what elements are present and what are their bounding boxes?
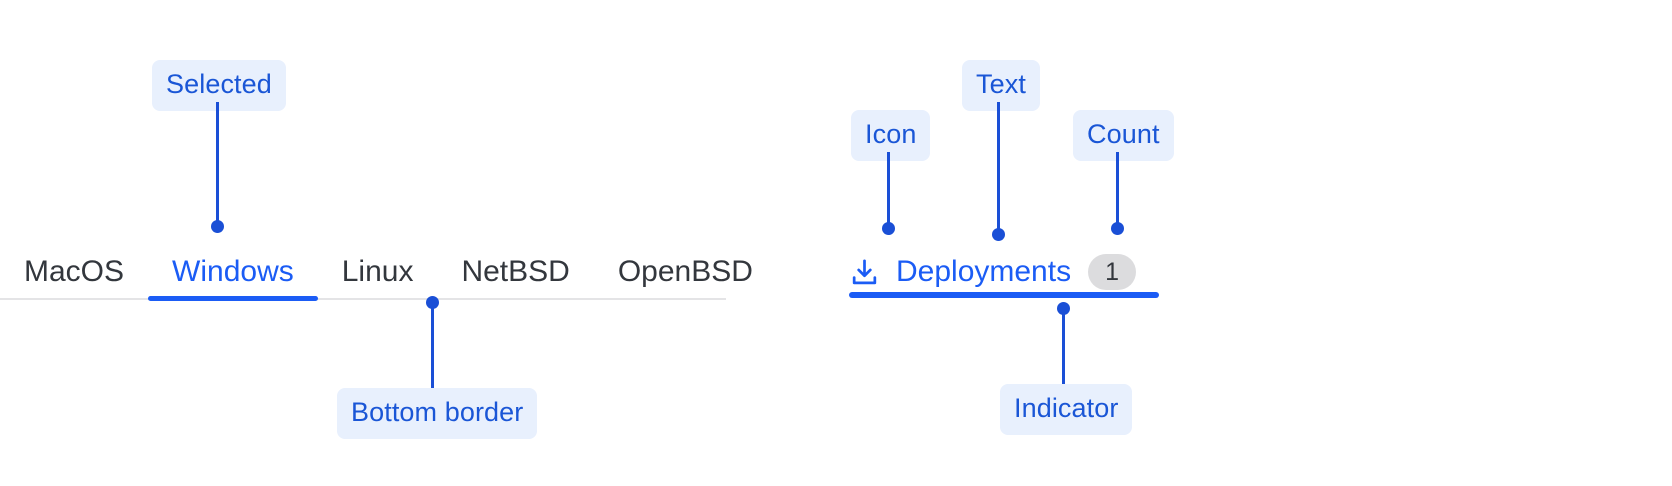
download-icon [849, 257, 896, 288]
annotation-label-bottom-border: Bottom border [337, 388, 538, 439]
leader-line-icon [887, 152, 890, 228]
tab-macos[interactable]: MacOS [24, 255, 125, 288]
annotation-label-indicator: Indicator [1000, 384, 1133, 435]
leader-line-indicator [1062, 308, 1065, 384]
leader-line-text [997, 102, 1000, 233]
tab-windows[interactable]: Windows [172, 255, 294, 288]
leader-line-count [1116, 152, 1119, 228]
tab-count-badge: 1 [1088, 254, 1137, 290]
leader-dot-icon [882, 222, 895, 235]
tab-list-left: MacOS Windows Linux NetBSD OpenBSD [0, 246, 777, 298]
leader-dot-selected [211, 220, 224, 233]
leader-line-selected [216, 102, 219, 226]
annotation-label-count: Count [1073, 110, 1174, 161]
tab-linux[interactable]: Linux [341, 255, 414, 288]
tab-deployments-label: Deployments [896, 255, 1072, 288]
tab-deployments[interactable]: Deployments 1 [849, 243, 1137, 301]
tab-bar-bottom-border [0, 298, 726, 300]
leader-dot-count [1111, 222, 1124, 235]
tab-openbsd[interactable]: OpenBSD [617, 255, 753, 288]
leader-dot-text [992, 228, 1005, 241]
annotation-label-text: Text [962, 60, 1040, 111]
tab-netbsd[interactable]: NetBSD [461, 255, 570, 288]
annotation-label-icon: Icon [851, 110, 931, 161]
tab-active-indicator-left [148, 296, 318, 301]
leader-line-bottom-border [431, 302, 434, 388]
tab-active-indicator-right [849, 292, 1159, 298]
tab-bar-left: MacOS Windows Linux NetBSD OpenBSD [0, 246, 753, 302]
